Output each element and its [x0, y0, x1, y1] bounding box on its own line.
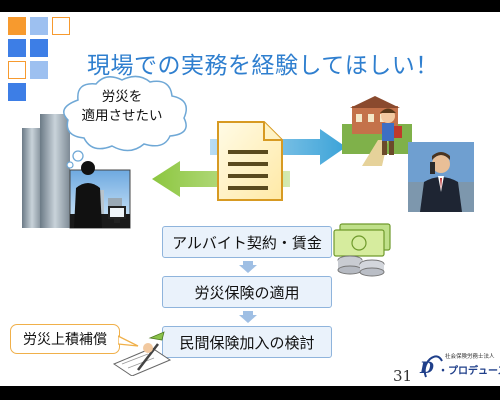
callout-label: 労災上積補償	[23, 332, 107, 348]
sightseeing-traveler-icon	[342, 96, 412, 166]
money-stack-icon	[333, 223, 391, 277]
slide-title: 現場での実務を経験してほしい！	[87, 53, 439, 79]
flow-box-1: アルバイト契約・賃金	[162, 226, 332, 258]
page-number: 31	[393, 367, 413, 385]
deco-square-blue-3	[8, 83, 26, 101]
logo-subtitle: 社会保険労務士法人	[445, 354, 495, 360]
phone-businessman-icon	[408, 142, 474, 212]
callout-box: 労災上積補償	[10, 324, 120, 354]
callout-pointer	[118, 335, 139, 347]
deco-square-light-blue-2	[30, 61, 48, 79]
flow-box-2-label: 労災保険の適用	[194, 283, 300, 302]
signing-contract-icon	[112, 331, 172, 376]
thought-line-1: 労災を	[101, 89, 143, 105]
flow-box-2: 労災保険の適用	[162, 276, 332, 308]
deco-square-outline-1	[52, 17, 70, 35]
slide: 現場での実務を経験してほしい！	[0, 12, 500, 386]
logo-letter: D	[420, 358, 434, 377]
thought-text: 労災を 適用させたい	[72, 88, 172, 126]
flow-box-1-label: アルバイト契約・賃金	[172, 233, 322, 252]
thought-line-2: 適用させたい	[81, 108, 163, 124]
flow-box-3-label: 民間保険加入の検討	[179, 333, 315, 352]
document-icon	[217, 121, 283, 201]
deco-square-blue-1	[8, 39, 26, 57]
deco-square-outline-2	[8, 61, 26, 79]
flow-box-3: 民間保険加入の検討	[162, 326, 332, 358]
down-arrow-2-icon	[239, 311, 257, 323]
produce-logo-icon	[423, 355, 443, 378]
logo-name: ・プロデュース	[438, 366, 500, 377]
down-arrow-1-icon	[239, 261, 257, 273]
thought-cloud-icon	[63, 75, 187, 169]
deco-square-light-blue-1	[30, 17, 48, 35]
deco-square-blue-2	[30, 39, 48, 57]
business-man-office-icon	[22, 114, 131, 229]
deco-square-orange-1	[8, 17, 26, 35]
